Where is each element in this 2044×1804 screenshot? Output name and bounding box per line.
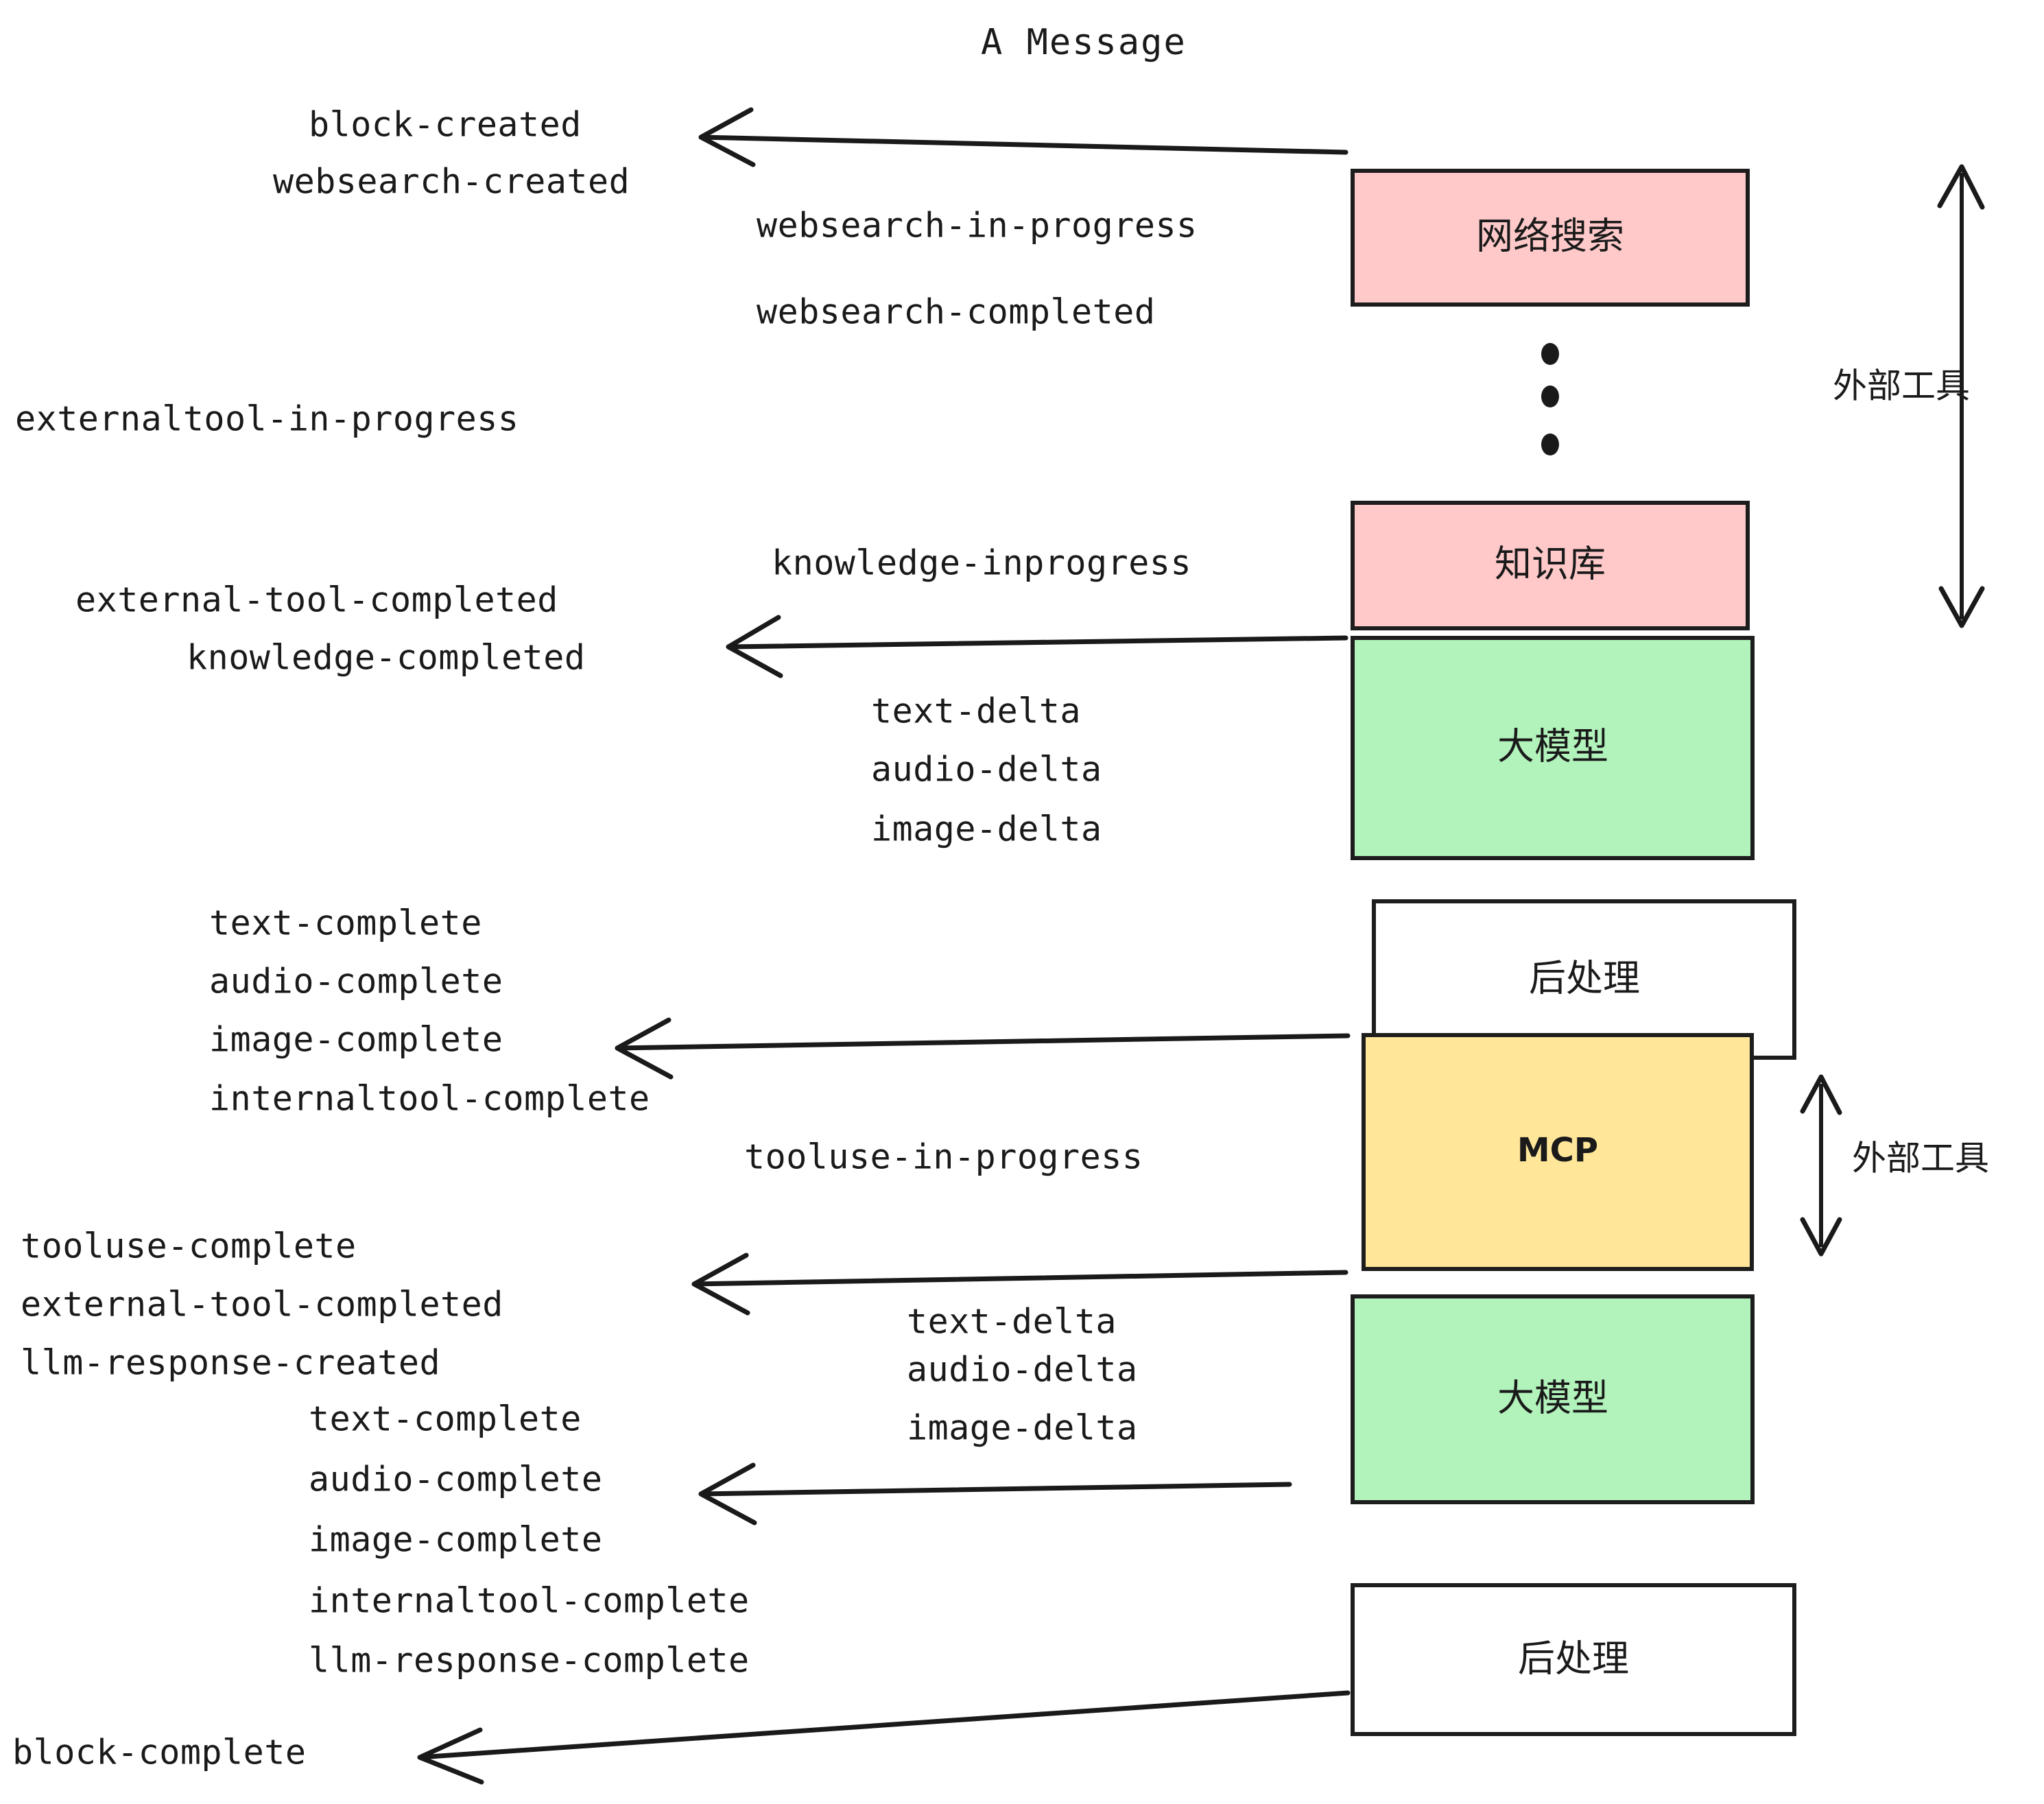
arrow-postbottom-to-block [417, 1690, 1351, 1785]
event-label-externaltool-in-progress: externaltool-in-progress [15, 399, 519, 439]
event-label-image-delta-2: image-delta [907, 1408, 1138, 1448]
node-websearch-label: 网络搜索 [1476, 215, 1624, 258]
event-label-text-delta-2: text-delta [907, 1302, 1117, 1342]
event-label-knowledge-completed: knowledge-completed [187, 638, 585, 678]
arrow-websearch-to-events [698, 107, 1348, 167]
event-label-block-created: block-created [309, 105, 582, 145]
arrow-llmbottom-to-events [691, 1253, 1348, 1316]
node-knowledge-label: 知识库 [1495, 543, 1606, 586]
event-label-external-tool-completed-2: external-tool-completed [21, 1285, 503, 1325]
event-label-knowledge-inprogress: knowledge-inprogress [772, 543, 1191, 583]
event-label-external-tool-completed-1: external-tool-completed [75, 580, 558, 620]
node-knowledge[interactable]: 知识库 [1351, 501, 1750, 630]
event-label-text-complete-1: text-complete [209, 903, 482, 943]
external-tools-range-top-label: 外部工具 [1833, 366, 1970, 406]
event-label-image-complete-1: image-complete [209, 1020, 503, 1060]
external-tools-range-bottom-label: 外部工具 [1852, 1139, 1989, 1178]
external-tools-range-top: 外部工具 [1833, 164, 1985, 628]
node-mcp-label: MCP [1517, 1131, 1598, 1170]
node-mcp[interactable]: MCP [1362, 1033, 1754, 1271]
arrow-layer [417, 107, 1351, 1785]
node-llm-bottom[interactable]: 大模型 [1351, 1294, 1755, 1504]
event-label-websearch-in-progress: websearch-in-progress [757, 206, 1198, 246]
event-label-image-complete-2: image-complete [309, 1520, 602, 1560]
event-label-tooluse-in-progress: tooluse-in-progress [744, 1137, 1143, 1177]
node-llm-bottom-label: 大模型 [1497, 1377, 1608, 1420]
event-label-layer: block-created websearch-created websearc… [12, 105, 1198, 1772]
page-title: A Message [981, 22, 1187, 63]
node-llm-top[interactable]: 大模型 [1351, 636, 1755, 860]
event-label-websearch-created: websearch-created [273, 162, 630, 202]
node-post-bottom-label: 后处理 [1518, 1637, 1629, 1681]
arrow-mcp-to-events [615, 1017, 1351, 1080]
external-tools-range-bottom: 外部工具 [1800, 1074, 1989, 1257]
event-label-websearch-completed: websearch-completed [757, 292, 1155, 332]
node-post-top[interactable]: 后处理 [1372, 899, 1796, 1060]
event-label-text-delta-1: text-delta [871, 691, 1081, 731]
event-label-llm-response-created: llm-response-created [21, 1343, 440, 1383]
event-label-audio-complete-1: audio-complete [209, 962, 503, 1001]
node-post-bottom[interactable]: 后处理 [1351, 1583, 1796, 1736]
event-label-audio-delta-1: audio-delta [871, 750, 1102, 790]
event-label-internaltool-complete-1: internaltool-complete [209, 1079, 650, 1119]
event-label-audio-complete-2: audio-complete [309, 1460, 602, 1499]
arrow-llmbottom-to-audio [698, 1462, 1292, 1526]
arrow-knowledge-to-events [726, 615, 1348, 678]
event-label-image-delta-1: image-delta [871, 809, 1102, 849]
node-post-top-label: 后处理 [1529, 957, 1640, 1000]
event-label-block-complete: block-complete [12, 1733, 306, 1772]
event-label-text-complete-2: text-complete [309, 1399, 582, 1439]
node-llm-top-label: 大模型 [1497, 725, 1608, 768]
event-label-llm-response-complete: llm-response-complete [309, 1641, 750, 1681]
node-websearch[interactable]: 网络搜索 [1351, 169, 1750, 307]
event-label-tooluse-complete: tooluse-complete [21, 1226, 357, 1266]
vertical-ellipsis-icon [1541, 343, 1559, 455]
event-label-internaltool-complete-2: internaltool-complete [309, 1581, 750, 1621]
event-label-audio-delta-2: audio-delta [907, 1350, 1138, 1390]
